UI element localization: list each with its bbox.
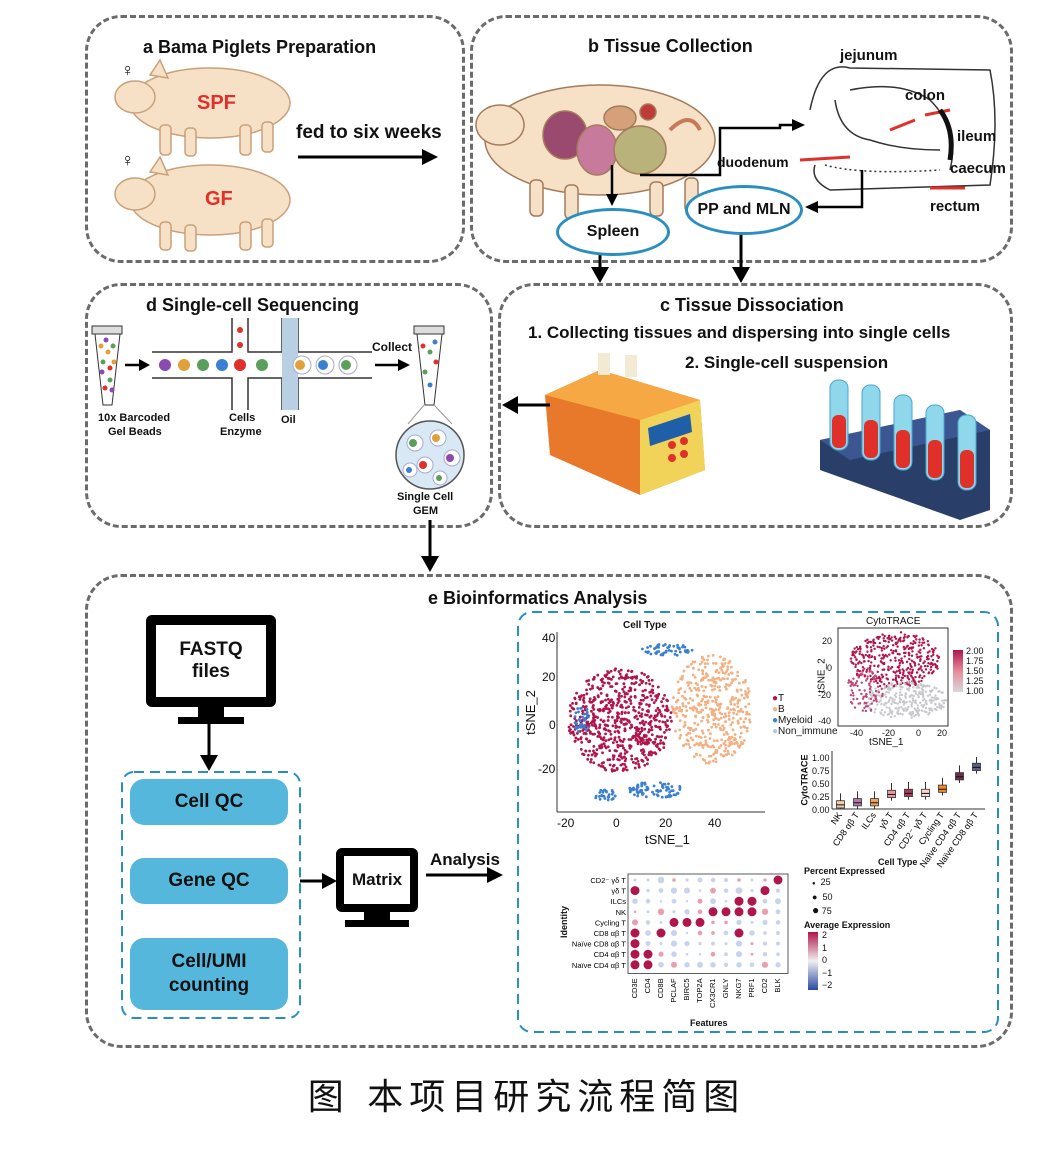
cells-label-2: Enzyme (220, 426, 262, 438)
tsne1-ytick-40: 40 (542, 631, 556, 645)
tsne2-ytick-0: 0 (827, 663, 833, 673)
tsne1-xlabel: tSNE_1 (645, 832, 690, 847)
panel-b-title: b Tissue Collection (588, 36, 753, 56)
step-1-text: 1. Collecting tissues and dispersing int… (528, 323, 951, 342)
fastq-label: FASTQ (179, 639, 243, 660)
collect-label: Collect (372, 340, 413, 354)
matrix-label: Matrix (351, 870, 403, 889)
legend-b: ●B (772, 704, 785, 715)
panel-d-title: d Single-cell Sequencing (146, 295, 360, 315)
tsne2-title: CytoTRACE (866, 616, 921, 627)
expr-tick-4: −2 (822, 980, 833, 990)
tsne1-ytick-0: 0 (549, 718, 556, 732)
step-2-text: 2. Single-cell suspension (685, 353, 889, 372)
cell-qc-step: Cell QC (130, 779, 288, 825)
gene-qc-step: Gene QC (130, 858, 288, 904)
tsne2-xtick-20: 20 (937, 728, 948, 738)
expression-colorbar-ticks: 2 1 0 −1 −2 (822, 929, 832, 992)
expr-tick-0: 2 (822, 930, 828, 940)
fed-label: fed to six weeks (296, 122, 442, 143)
tsne2-ytick-m40: -40 (818, 716, 832, 726)
gf-label: GF (205, 188, 233, 210)
tsne1-ytick-m20: -20 (538, 762, 556, 776)
cb-tick-4: 1.00 (966, 686, 984, 696)
panel-c-title: c Tissue Dissociation (660, 295, 844, 315)
size-50: ● 50 (812, 892, 833, 902)
tsne1-xtick-20: 20 (659, 816, 673, 830)
expr-tick-2: 0 (822, 955, 828, 965)
female-symbol-2: ♀ (121, 150, 135, 170)
tsne1-ylabel: tSNE_2 (522, 690, 538, 735)
gem-label-1: Single Cell (397, 491, 454, 503)
box-ytick-1: 0.75 (812, 766, 830, 776)
colorbar-ticks: 2.00 1.75 1.50 1.25 1.00 (966, 646, 984, 696)
box-yticks: 1.00 0.75 0.50 0.25 0.00 (812, 752, 830, 817)
analysis-label: Analysis (430, 850, 500, 869)
tsne1-xtick-40: 40 (708, 816, 722, 830)
female-symbol-1: ♀ (121, 60, 135, 80)
organ-rectum: rectum (930, 198, 981, 215)
cb-tick-1: 1.75 (966, 656, 984, 666)
legend-myeloid: ●Myeloid (772, 715, 813, 726)
panel-a-title: a Bama Piglets Preparation (143, 37, 377, 57)
tsne1-xtick-m20: -20 (557, 816, 575, 830)
size-legend-title: Percent Expressed (804, 866, 886, 876)
size-legend: ● 25 ● 50 ● 75 (812, 876, 832, 918)
cb-tick-3: 1.25 (966, 676, 984, 686)
tsne1-ytick-20: 20 (542, 670, 556, 684)
figure-caption: 图 本项目研究流程简图 (307, 1077, 746, 1118)
size-75: ● 75 (812, 903, 832, 917)
expr-tick-3: −1 (822, 967, 833, 978)
panel-a (85, 15, 465, 263)
tsne2-xtick-m40: -40 (850, 728, 864, 738)
cells-label-1: Cells (229, 412, 256, 424)
panel-c (498, 283, 1013, 528)
fastq-monitor: FASTQ files (146, 615, 276, 707)
tsne2-ytick-m20: -20 (818, 690, 832, 700)
organ-caecum: caecum (950, 160, 1006, 177)
tsne1-title: Cell Type (623, 620, 667, 631)
gem-label-2: GEM (413, 505, 439, 517)
cb-tick-2: 1.50 (966, 666, 984, 676)
box-ytick-0: 1.00 (812, 753, 830, 763)
cell-umi-counting-step: Cell/UMI counting (130, 938, 288, 1010)
box-ytick-2: 0.50 (812, 779, 830, 789)
pp-mln-ellipse: PP and MLN (685, 185, 803, 235)
size-25: ● 25 (812, 877, 831, 887)
box-ylabel: CytoTRACE (799, 754, 810, 806)
legend-non-immune: ●Non_immune (772, 726, 838, 737)
oil-label: Oil (281, 414, 296, 426)
tsne1-legend: ●T ●B ●Myeloid ●Non_immune (772, 693, 838, 737)
box-xlabel: Cell Type (878, 857, 918, 867)
expr-tick-1: 1 (822, 942, 828, 953)
panel-e-title: e Bioinformatics Analysis (428, 588, 648, 608)
tsne1-xtick-0: 0 (613, 816, 620, 830)
panel-e (85, 574, 1013, 1048)
box-ytick-3: 0.25 (812, 792, 830, 802)
expression-colorbar (808, 932, 818, 990)
spf-label: SPF (197, 92, 236, 114)
box-ytick-4: 0.00 (812, 805, 830, 815)
spleen-ellipse: Spleen (556, 208, 670, 256)
organ-ileum: ileum (957, 128, 997, 145)
organ-colon: colon (905, 87, 945, 104)
tsne2-ytick-20: 20 (822, 636, 833, 646)
cytotrace-colorbar (953, 650, 963, 692)
dot-ylabel: Identity (559, 905, 570, 939)
dot-xlabel: Features (690, 1018, 728, 1028)
organ-duodenum: duodenum (717, 154, 789, 170)
matrix-monitor: Matrix (336, 848, 418, 912)
beads-label-2: Gel Beads (108, 426, 162, 438)
tsne2-xlabel: tSNE_1 (869, 737, 904, 748)
tsne2-xtick-0: 0 (916, 728, 922, 738)
tsne2-xtick-m20: -20 (882, 728, 896, 738)
files-label: files (191, 661, 231, 682)
legend-t: ●T (772, 693, 785, 704)
organ-jejunum: jejunum (840, 47, 898, 64)
panel-d (85, 283, 493, 528)
cb-tick-0: 2.00 (966, 646, 984, 656)
color-legend-title: Average Expression (804, 920, 891, 930)
beads-label-1: 10x Barcoded (98, 412, 171, 424)
